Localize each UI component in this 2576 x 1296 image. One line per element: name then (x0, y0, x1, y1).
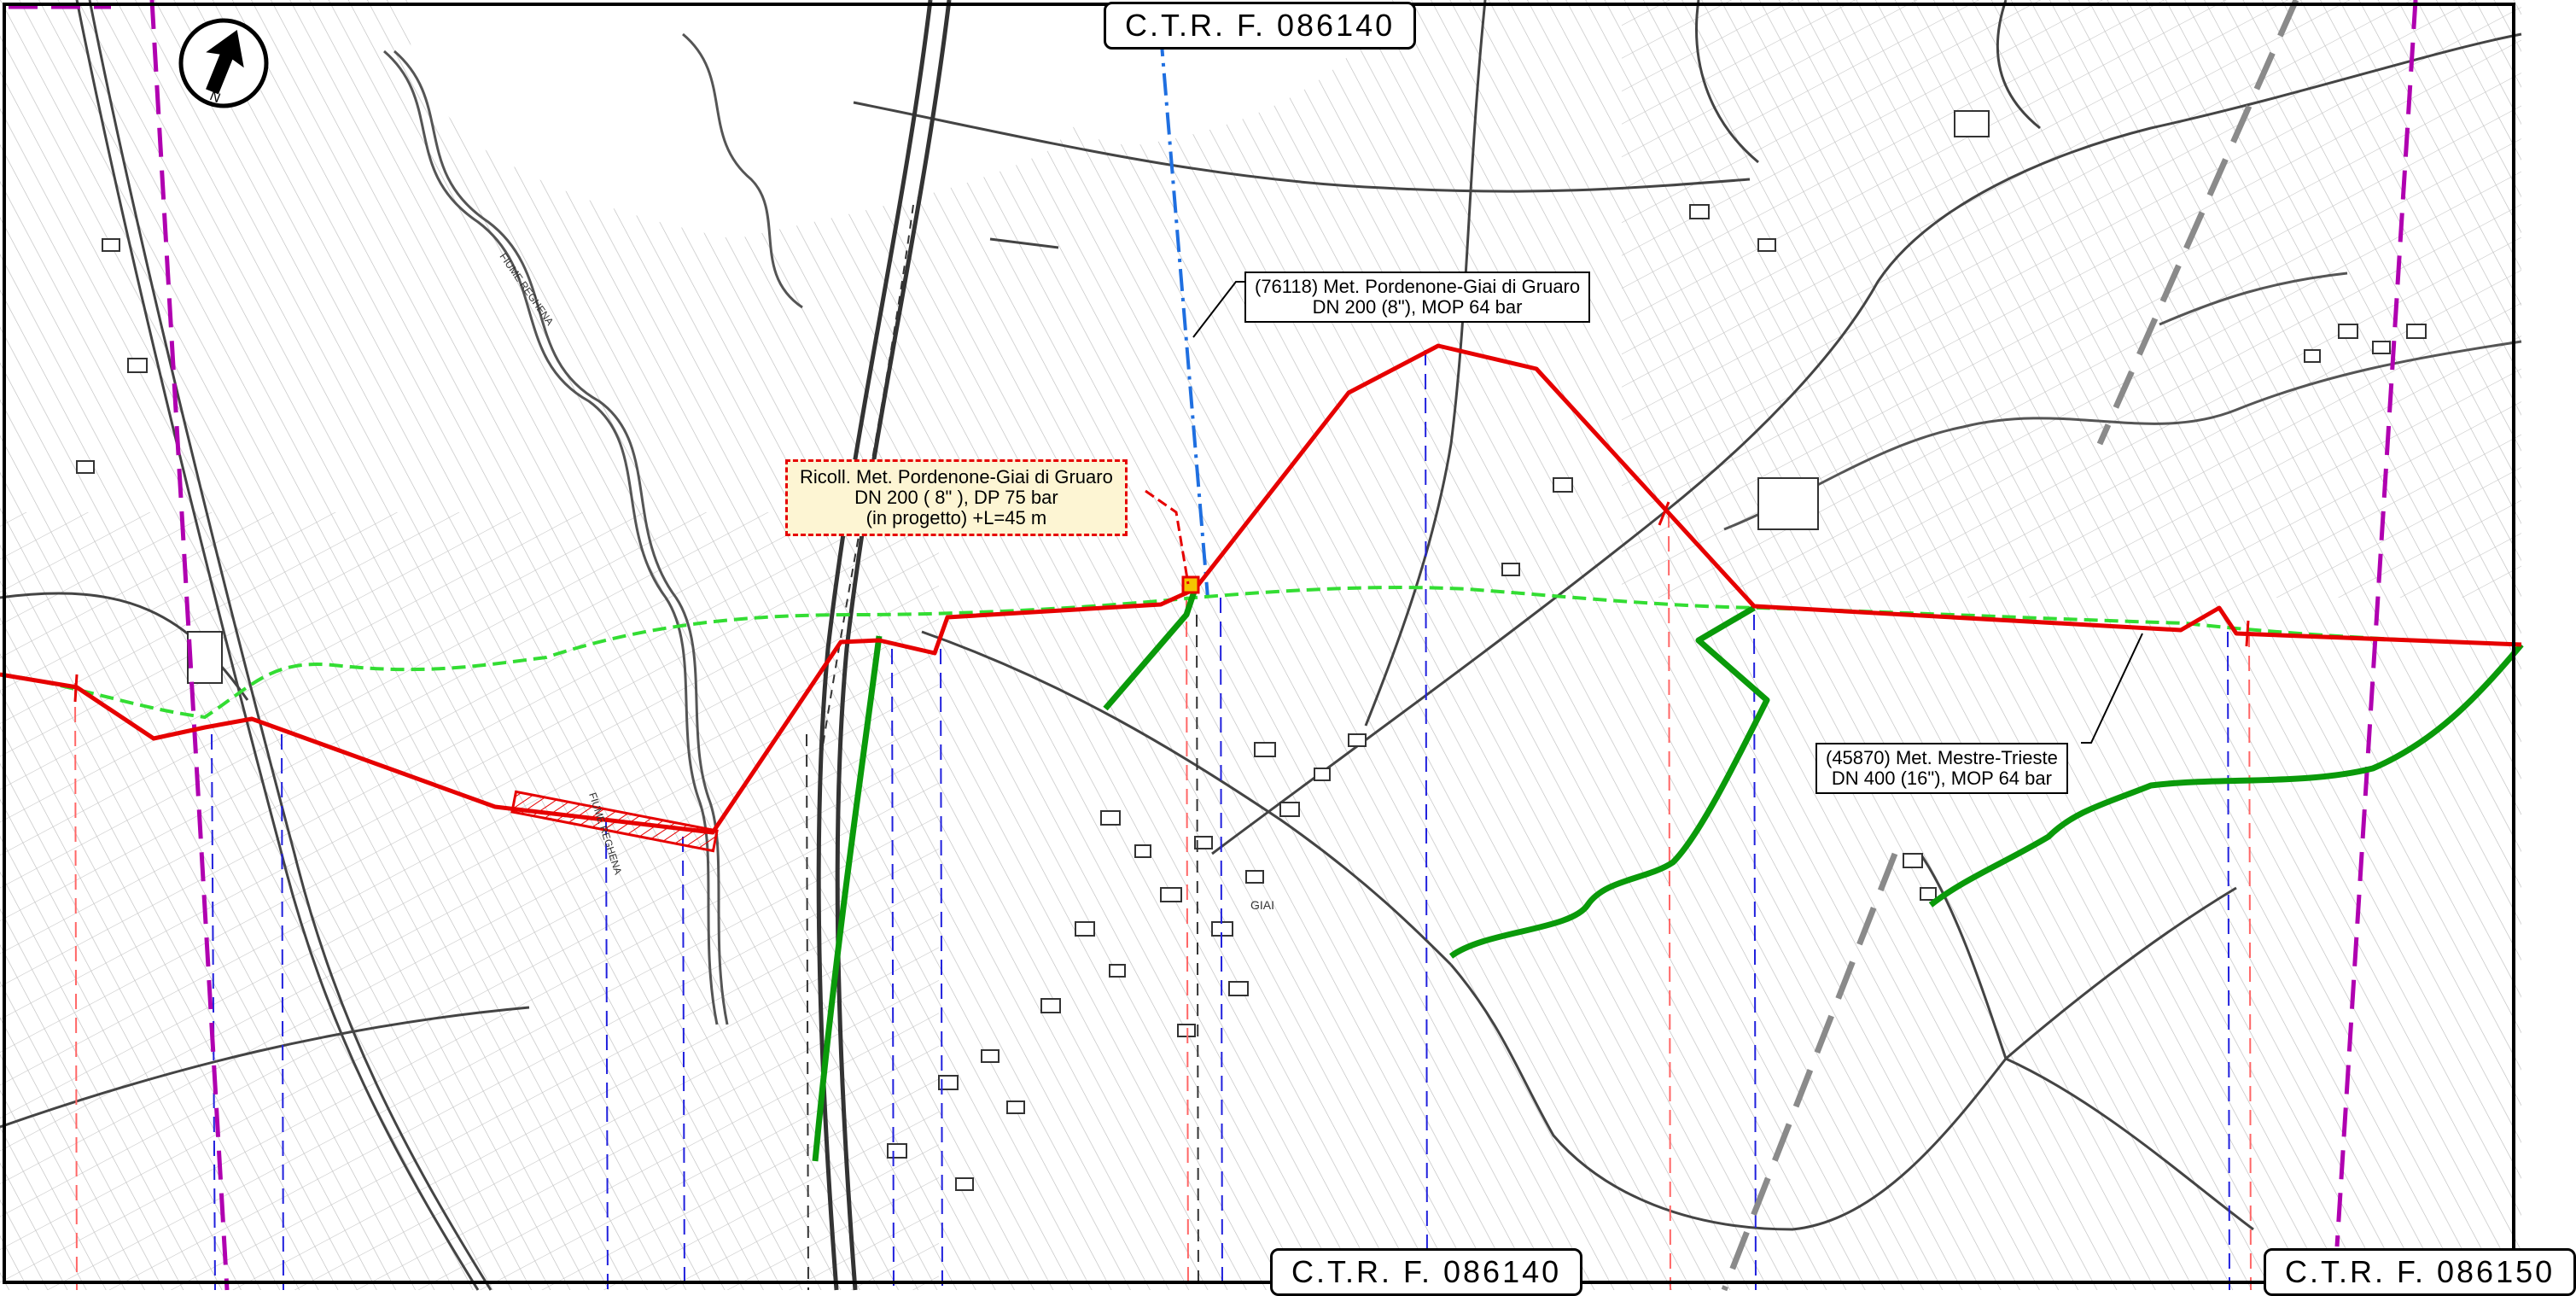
callout-reconnection: Ricoll. Met. Pordenone-Giai di Gruaro DN… (785, 459, 1128, 536)
callout-45870-line1: (45870) Met. Mestre-Trieste (1826, 747, 2058, 768)
callout-reconnection-line2: DN 200 ( 8" ), DP 75 bar (854, 487, 1058, 508)
cadastral-background (0, 0, 2521, 1290)
callout-reconnection-line1: Ricoll. Met. Pordenone-Giai di Gruaro (800, 466, 1113, 487)
callout-76118-line2: DN 200 (8"), MOP 64 bar (1312, 296, 1523, 318)
route-ticks (73, 501, 2250, 703)
road-network (0, 0, 2522, 1291)
section-lines-blue (211, 349, 2230, 1291)
river-crossing-hatch (510, 790, 719, 853)
place-label-giai: GIAI (1250, 898, 1274, 912)
sheet-boundaries (9, 0, 2418, 1291)
sheet-label-bottom-left: C.T.R. F. 086140 (1270, 1248, 1583, 1296)
map-canvas[interactable]: GIAI FIUME REGHENA FIUME REGHENA (0, 0, 2524, 1292)
callout-pipeline-76118: (76118) Met. Pordenone-Giai di Gruaro DN… (1244, 271, 1591, 323)
buildings (76, 110, 2427, 1191)
red-project-route (0, 343, 2522, 835)
gray-dashed-line (1721, 0, 2299, 1292)
north-arrow-icon: N (178, 18, 269, 108)
callout-pipeline-45870: (45870) Met. Mestre-Trieste DN 400 (16")… (1815, 743, 2068, 794)
blue-dashdot-line (1159, 33, 1209, 598)
section-lines-red (74, 511, 2252, 1291)
sheet-label-bottom-right: C.T.R. F. 086150 (2264, 1248, 2576, 1296)
reconnection-point-marker[interactable] (1181, 575, 1200, 594)
section-lines-black (806, 614, 1199, 1291)
existing-green-pipelines (812, 587, 2524, 1162)
reconnection-leader (1145, 489, 1190, 585)
callout-76118-line1: (76118) Met. Pordenone-Giai di Gruaro (1255, 276, 1581, 297)
callout-45870-line2: DN 400 (16"), MOP 64 bar (1831, 768, 2052, 789)
callout-reconnection-line3: (in progetto) +L=45 m (865, 507, 1047, 528)
river-reghena (383, 32, 2522, 1025)
callout-leaders (1192, 281, 2143, 744)
sheet-label-top: C.T.R. F. 086140 (1104, 2, 1417, 50)
dashed-green-pipeline (0, 586, 2522, 720)
